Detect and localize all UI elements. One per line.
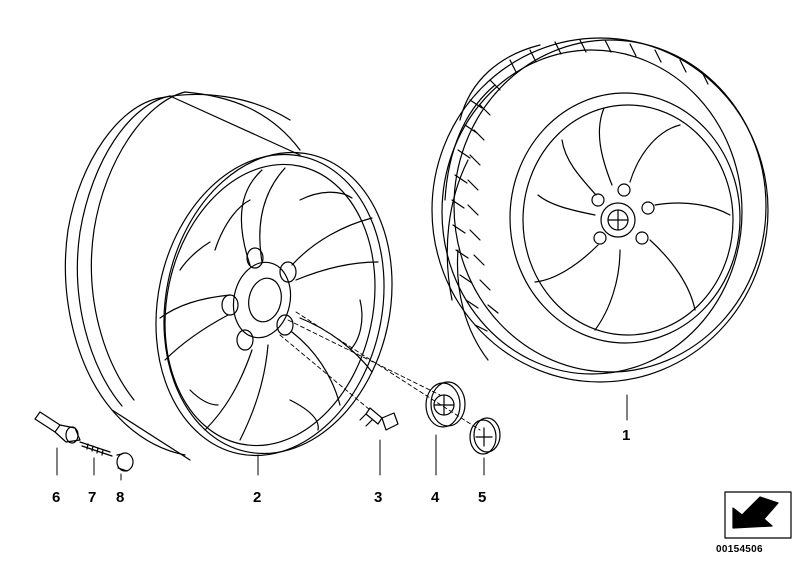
emblem-drawing: [470, 418, 500, 454]
hub-cap-drawing: [426, 382, 465, 427]
callout-7: 7: [88, 489, 97, 506]
callout-1: 1: [622, 427, 631, 444]
valve-cap-drawing: [117, 453, 133, 471]
document-id: 00154506: [716, 544, 763, 555]
leader-lines: [57, 395, 627, 480]
valve-insert-drawing: [80, 442, 112, 456]
arrow-box-icon: [725, 492, 791, 538]
callout-6: 6: [52, 489, 61, 506]
wheel-tyre-drawing: [432, 38, 768, 382]
callout-8: 8: [116, 489, 125, 506]
assembly-lines: [280, 312, 480, 430]
rim-drawing: [65, 92, 419, 477]
callout-3: 3: [374, 489, 383, 506]
valve-drawing: [35, 412, 80, 443]
callout-5: 5: [478, 489, 487, 506]
callout-2: 2: [253, 489, 262, 506]
wheel-bolt-drawing: [360, 408, 398, 430]
callout-4: 4: [431, 489, 440, 506]
